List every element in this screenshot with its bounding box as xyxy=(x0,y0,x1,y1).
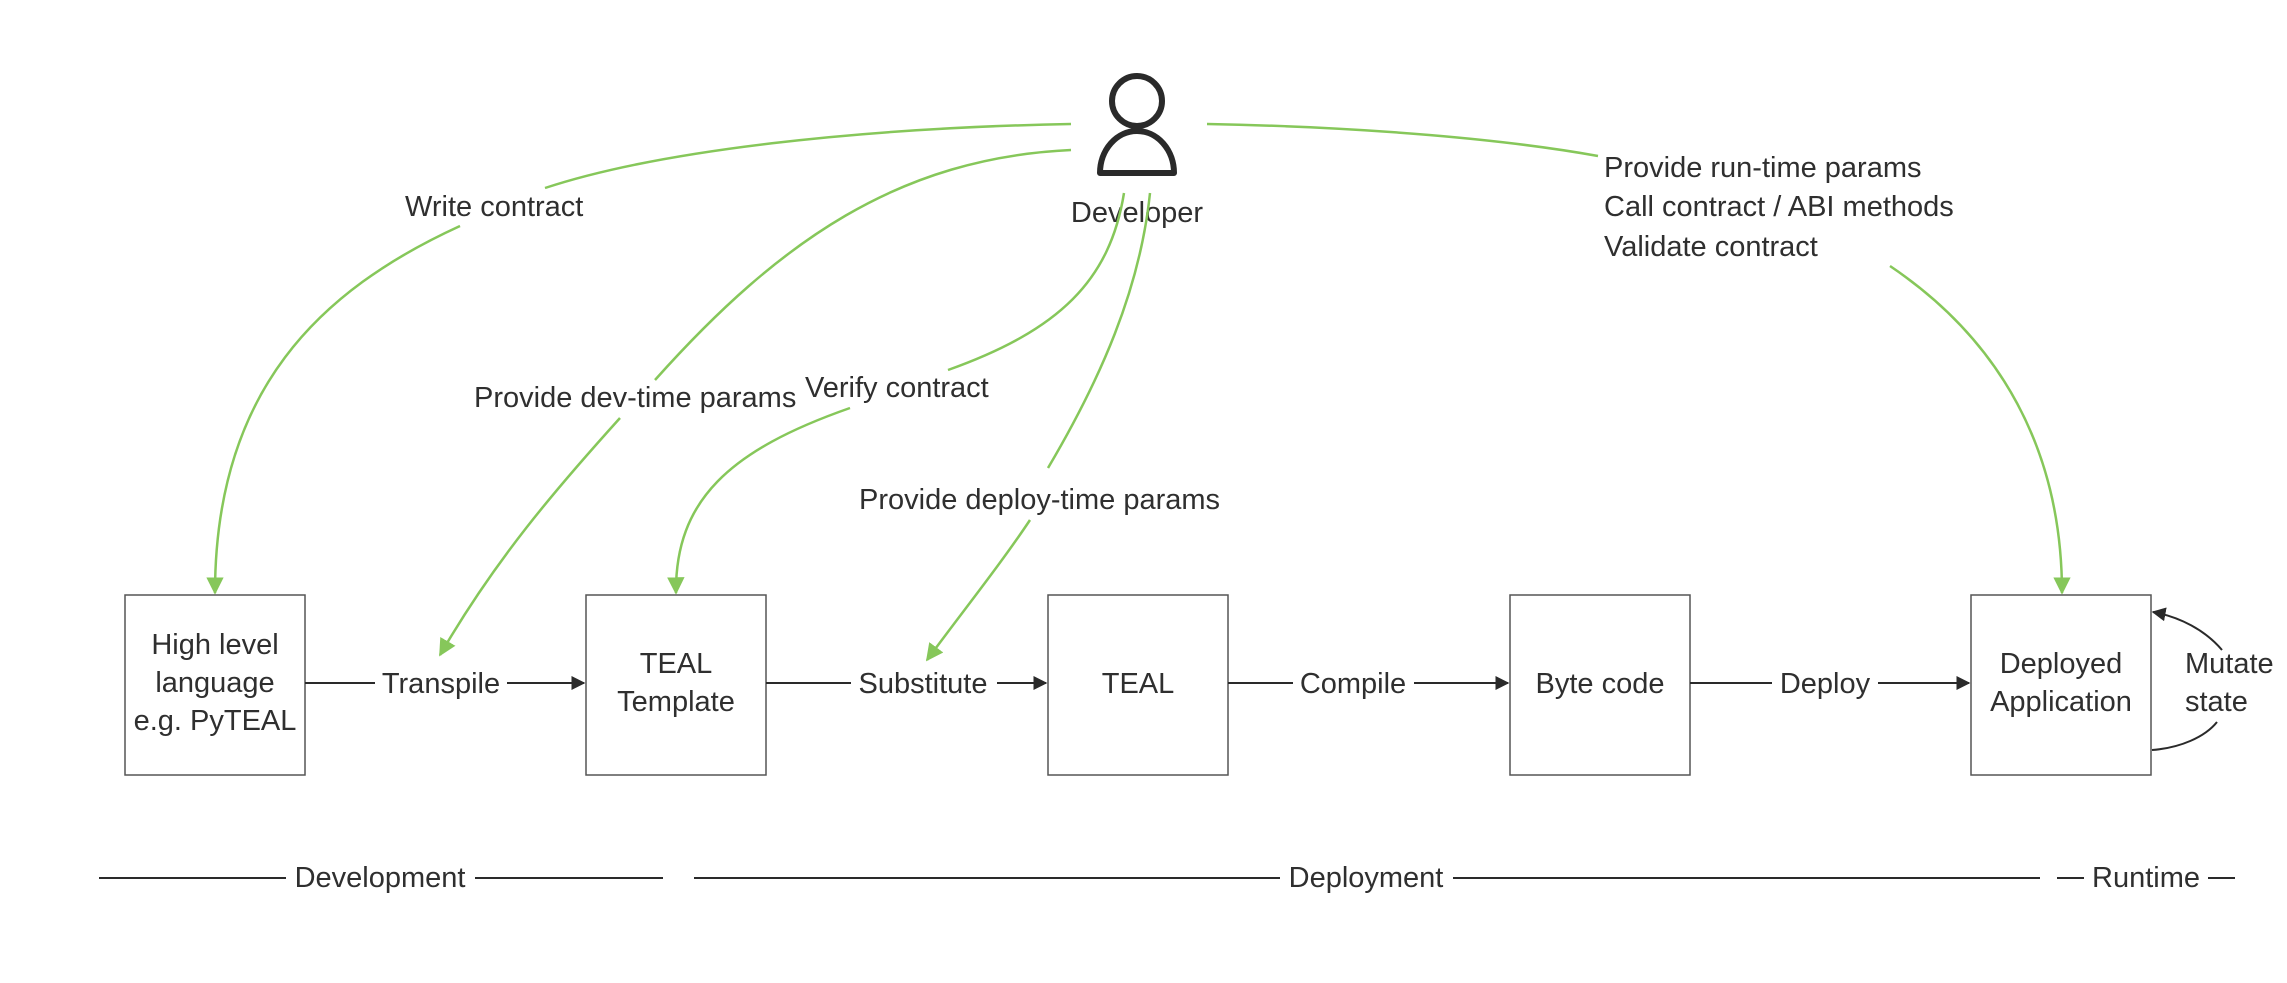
teal-box xyxy=(1047,594,1229,776)
deployed-application-box xyxy=(1970,594,2152,776)
deploy-time-params-arrow xyxy=(1046,192,1152,469)
byte-code-label: Byte code xyxy=(1536,668,1665,700)
substitute-label: Substitute xyxy=(859,668,988,700)
runtime-actions-arrow xyxy=(1206,122,1599,158)
development-phase-label: Development xyxy=(295,862,466,894)
verify-contract-label: Verify contract xyxy=(805,372,989,404)
dev-time-params-label: Provide dev-time params xyxy=(474,382,796,414)
runtime-action-validate-contract: Validate contract xyxy=(1604,231,1818,263)
write-contract-label: Write contract xyxy=(405,191,583,223)
high-level-line-2: language xyxy=(155,667,274,699)
high-level-language-box xyxy=(124,594,306,776)
byte-code-box xyxy=(1509,594,1691,776)
deployment-phase-label: Deployment xyxy=(1289,862,1444,894)
high-level-line-3: e.g. PyTEAL xyxy=(134,705,297,737)
person-icon xyxy=(1097,73,1177,176)
runtime-actions-arrow-head xyxy=(1889,264,2071,595)
dev-time-params-arrow xyxy=(654,148,1072,381)
teal-template-line-1: TEAL xyxy=(640,648,713,680)
deployed-app-line-2: Application xyxy=(1990,686,2132,718)
teal-template-line-2: Template xyxy=(617,686,735,718)
verify-contract-arrow-head xyxy=(667,406,851,595)
deploy-label: Deploy xyxy=(1780,668,1871,700)
deploy-time-params-arrow-head xyxy=(925,519,1032,662)
mutate-state-line-1: Mutate xyxy=(2185,648,2274,680)
high-level-line-1: High level xyxy=(151,629,278,661)
teal-template-box xyxy=(585,594,767,776)
deployed-app-line-1: Deployed xyxy=(2000,648,2123,680)
deploy-time-params-label: Provide deploy-time params xyxy=(859,484,1220,516)
mutate-state-loop-top xyxy=(2151,607,2223,651)
runtime-action-run-time-params: Provide run-time params xyxy=(1604,152,1922,184)
verify-contract-arrow xyxy=(947,192,1126,372)
dev-time-params-arrow-head xyxy=(438,417,621,657)
runtime-phase-label: Runtime xyxy=(2092,862,2200,894)
write-contract-arrow xyxy=(544,122,1072,190)
compile-label: Compile xyxy=(1300,668,1406,700)
mutate-state-loop-bottom xyxy=(2151,721,2218,751)
runtime-action-call-contract: Call contract / ABI methods xyxy=(1604,191,1954,223)
developer-label: Developer xyxy=(1071,197,1204,229)
write-contract-arrow-head xyxy=(206,224,461,595)
transpile-label: Transpile xyxy=(382,668,500,700)
mutate-state-line-2: state xyxy=(2185,686,2248,718)
teal-label: TEAL xyxy=(1102,668,1175,700)
